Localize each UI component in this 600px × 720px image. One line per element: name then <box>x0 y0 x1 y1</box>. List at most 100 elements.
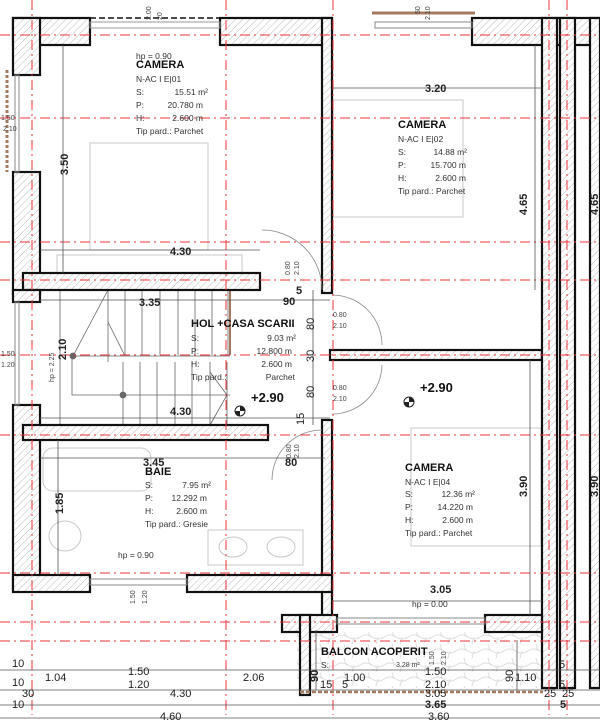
room-floor-type: Tip pard.: Parchet <box>405 528 473 538</box>
door-height: 2.10 <box>294 261 301 275</box>
dim-text: 4.65 <box>589 194 600 215</box>
dim-text: 4.65 <box>518 194 530 215</box>
dim-text: 3.65 <box>425 699 446 711</box>
doors <box>261 229 383 481</box>
room-hp: hp = 0.90 <box>118 550 154 560</box>
area-label: S: <box>405 489 413 499</box>
area-label: S: <box>398 147 406 157</box>
room-area: 12.36 m² <box>441 489 475 499</box>
room-label-camera-01: hp = 0.90 CAMERA N-AC I E|01 S: 15.51 m²… <box>136 51 208 136</box>
floor-type-label: Tip pard.: <box>191 372 227 382</box>
door-width: 0.80 <box>285 261 292 275</box>
room-floor-type: Tip pard.: Gresie <box>145 519 208 529</box>
level-marker-icon <box>403 396 415 408</box>
room-code: N-AC I E|02 <box>398 134 443 144</box>
window-dim: 1.20 <box>1 362 15 369</box>
dim-text: 10 <box>12 699 24 711</box>
room-hp: hp = 0.90 <box>136 51 172 61</box>
dimension-texts: 4.30 3.50 3.20 4.65 4.65 3.35 4.30 hp = … <box>1 6 600 665</box>
room-floor-type: Parchet <box>266 372 296 382</box>
window-dim: 1.50 <box>429 651 436 665</box>
area-label: S: <box>321 660 329 670</box>
door-width: 0.80 <box>286 444 293 458</box>
dim-text: 1.50 <box>128 666 149 678</box>
door-height: 2.10 <box>333 396 347 403</box>
perimeter-label: P: <box>405 502 413 512</box>
windows <box>5 11 543 694</box>
dim-text: 10 <box>12 677 24 689</box>
room-floor-type: Tip pard.: Parchet <box>398 186 466 196</box>
room-area: 14.88 m² <box>433 147 467 157</box>
level-marker: +2.90 <box>420 380 453 395</box>
perimeter-label: P: <box>136 100 144 110</box>
room-height: 2.600 m <box>176 506 207 516</box>
dim-text: 25 <box>544 688 556 700</box>
room-perimeter: 12.292 m <box>172 493 207 503</box>
staircase <box>59 289 231 426</box>
area-label: S: <box>136 87 144 97</box>
room-perimeter: 15.700 m <box>431 160 466 170</box>
room-code: N-AC I E|01 <box>136 74 181 84</box>
dim-text: 90 <box>309 670 321 682</box>
dim-text: 15 <box>320 679 332 691</box>
room-perimeter: 20.780 m <box>168 100 203 110</box>
height-label: H: <box>145 506 154 516</box>
window-dim: 20 <box>157 12 164 20</box>
room-height: 2.600 m <box>435 173 466 183</box>
room-label-balcon: hp = 0.00 BALCON ACOPERIT S: 3.28 m² <box>321 599 448 670</box>
room-name: BALCON ACOPERIT <box>321 646 428 658</box>
dimension-lines <box>0 45 600 719</box>
dim-text: 2.10 <box>425 679 446 691</box>
room-hp: hp = 0.00 <box>412 599 448 609</box>
dim-text: 30 <box>305 350 317 362</box>
door-height: 2.10 <box>294 444 301 458</box>
dim-text: 3.90 <box>518 476 530 497</box>
dim-text: 4.30 <box>170 688 191 700</box>
height-label: H: <box>398 173 407 183</box>
window-dim: 2.10 <box>441 651 448 665</box>
dim-text: 25 <box>562 688 574 700</box>
room-perimeter: 12.800 m <box>257 346 292 356</box>
dim-text: 3.45 <box>143 457 164 469</box>
dim-text: 90 <box>283 296 295 308</box>
dim-text: 1.04 <box>45 672 66 684</box>
door-width: 0.80 <box>333 312 347 319</box>
dim-text: 90 <box>504 670 516 682</box>
room-name: BAIE <box>145 466 171 478</box>
dim-text: 3.50 <box>59 154 71 175</box>
dim-text: 1.50 <box>425 666 446 678</box>
area-label: S: <box>191 333 199 343</box>
room-area: 9.03 m² <box>267 333 296 343</box>
room-name: CAMERA <box>398 119 446 131</box>
dim-text: 5 <box>560 699 566 711</box>
bottom-dimension-chains: 10 1.04 1.50 2.06 90 1.00 1.50 90 1.10 5… <box>12 658 574 720</box>
door-height: 2.10 <box>333 323 347 330</box>
window-dim: 1.50 <box>1 351 15 358</box>
area-label: S: <box>145 480 153 490</box>
window-dim: 1.20 <box>142 590 149 604</box>
dim-text: 3.60 <box>428 711 449 720</box>
dim-text: 1.85 <box>54 493 66 514</box>
dim-text: 1.10 <box>515 672 536 684</box>
dim-text: 3.90 <box>589 476 600 497</box>
room-name: CAMERA <box>405 462 453 474</box>
room-perimeter: 14.220 m <box>438 502 473 512</box>
dim-text: hp = 2.25 <box>49 353 56 382</box>
perimeter-label: P: <box>398 160 406 170</box>
dim-text: 1.20 <box>128 679 149 691</box>
room-height: 2.600 m <box>261 359 292 369</box>
dim-text: 3.05 <box>430 584 451 596</box>
dim-text: 2.10 <box>57 339 69 360</box>
room-height: 2.600 m <box>442 515 473 525</box>
dim-text: 15 <box>295 413 307 425</box>
room-label-baie: BAIE S: 7.95 m² P: 12.292 m H: 2.600 m T… <box>118 466 211 560</box>
window-dim: 1.50 <box>130 590 137 604</box>
room-name: CAMERA <box>136 59 184 71</box>
dim-text: 5 <box>296 285 302 297</box>
door-width: 0.80 <box>333 385 347 392</box>
level-marker-icon <box>234 405 246 417</box>
walls <box>11 16 600 697</box>
room-area: 7.95 m² <box>182 480 211 490</box>
